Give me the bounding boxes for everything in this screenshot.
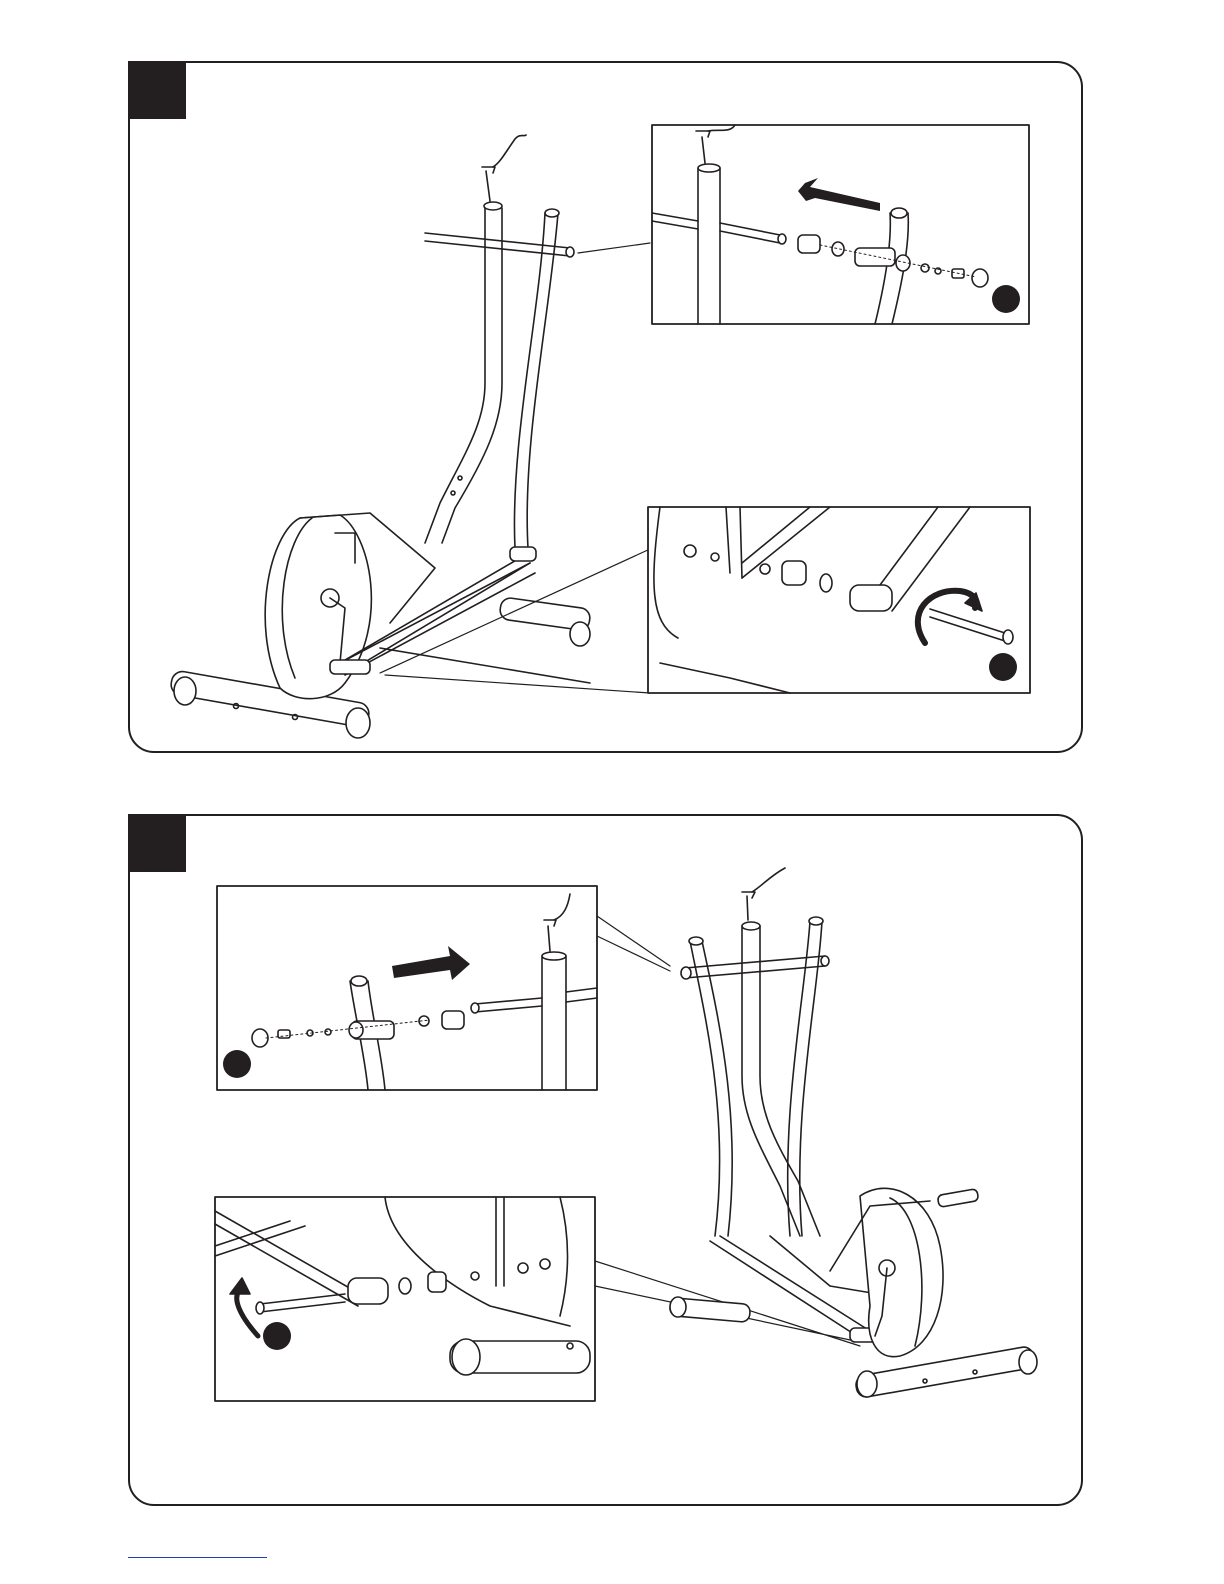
zoom-view-upper-pivot (217, 886, 597, 1090)
step-b-illustration (130, 816, 1085, 1508)
step-a-illustration (130, 63, 1085, 755)
zoom-view-lower-pivot (648, 507, 1030, 693)
callout-dot-icon (989, 653, 1017, 681)
callout-dot-icon (992, 285, 1020, 313)
footer-rule (128, 1557, 267, 1558)
step-panel-b (128, 814, 1083, 1506)
elliptical-frame-drawing (169, 135, 650, 738)
zoom-view-upper-pivot (652, 125, 1029, 324)
step-panel-a (128, 61, 1083, 753)
zoom-view-lower-pivot (215, 1197, 595, 1401)
elliptical-frame-drawing (669, 868, 1037, 1398)
callout-dot-icon (223, 1050, 251, 1078)
callout-dot-icon (263, 1322, 291, 1350)
